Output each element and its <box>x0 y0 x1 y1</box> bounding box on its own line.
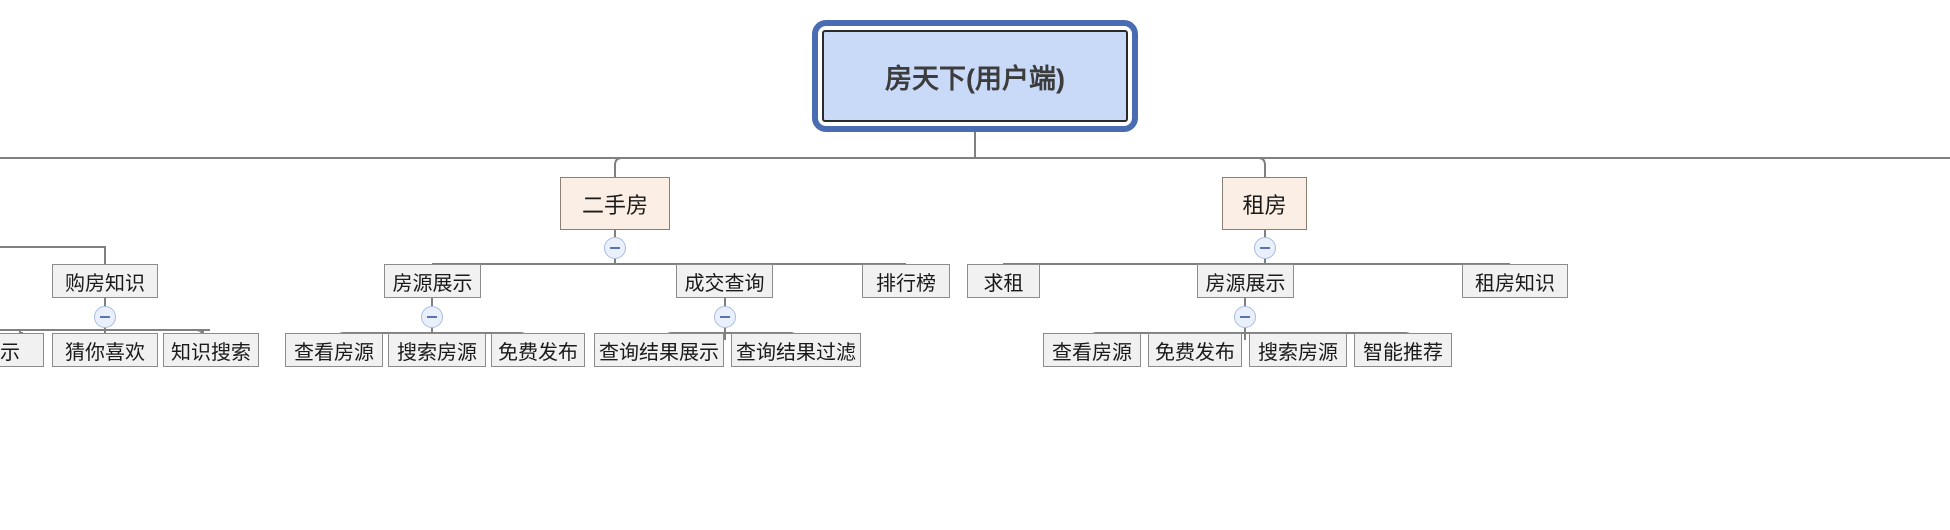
leaf-zhishi-sousuo[interactable]: 知识搜索 <box>163 333 259 367</box>
leaf-ershoufang-sousuo-fangyuan-label: 搜索房源 <box>397 341 477 364</box>
node-ershoufang-fangyuan-zhanshi-label: 房源展示 <box>392 272 473 295</box>
node-zufang[interactable]: 租房 <box>1222 177 1307 230</box>
toggle-chengjiao-chaxun[interactable] <box>714 306 736 328</box>
leaf-chaxun-jieguo-zhanshi[interactable]: 查询结果展示 <box>594 333 724 367</box>
leaf-cainixihuan-label: 猜你喜欢 <box>65 341 145 364</box>
node-zufang-label: 租房 <box>1242 192 1287 218</box>
minus-icon <box>1240 316 1250 318</box>
leaf-zhishi-sousuo-label: 知识搜索 <box>171 341 251 364</box>
node-ershoufang-label: 二手房 <box>581 192 648 218</box>
leaf-zufang-chakan-fangyuan[interactable]: 查看房源 <box>1043 333 1141 367</box>
leaf-zufang-zhineng-tuijian-label: 智能推荐 <box>1363 341 1443 364</box>
node-ershoufang[interactable]: 二手房 <box>560 177 670 230</box>
toggle-ershoufang-fangyuan-zhanshi[interactable] <box>421 306 443 328</box>
node-zufang-fangyuan-zhanshi[interactable]: 房源展示 <box>1197 264 1294 298</box>
leaf-zufang-sousuo-fangyuan[interactable]: 搜索房源 <box>1249 333 1347 367</box>
node-chengjiao-chaxun-label: 成交查询 <box>684 272 765 295</box>
node-ershoufang-fangyuan-zhanshi[interactable]: 房源展示 <box>384 264 481 298</box>
node-zufang-zhishi[interactable]: 租房知识 <box>1462 264 1568 298</box>
node-qiuzu-label: 求租 <box>983 272 1024 295</box>
node-paihangbang-label: 排行榜 <box>876 272 936 295</box>
node-zufang-zhishi-label: 租房知识 <box>1475 272 1555 295</box>
node-goufang-zhishi-label: 购房知识 <box>65 272 145 295</box>
leaf-chaxun-jieguo-guolv-label: 查询结果过滤 <box>736 341 856 364</box>
root-node[interactable]: 房天下(用户端) <box>822 30 1128 122</box>
leaf-cainixihuan[interactable]: 猜你喜欢 <box>52 333 158 367</box>
root-node-label: 房天下(用户端) <box>885 63 1065 94</box>
leaf-ershoufang-mianfei-fabu[interactable]: 免费发布 <box>491 333 585 367</box>
toggle-zufang-fangyuan-zhanshi[interactable] <box>1234 306 1256 328</box>
leaf-zufang-mianfei-fabu[interactable]: 免费发布 <box>1148 333 1242 367</box>
leaf-zufang-mianfei-fabu-label: 免费发布 <box>1155 341 1235 364</box>
leaf-zufang-chakan-fangyuan-label: 查看房源 <box>1052 341 1132 364</box>
node-goufang-zhishi[interactable]: 购房知识 <box>52 264 158 298</box>
leaf-zhanshi-label: 展示 <box>0 341 20 364</box>
leaf-ershoufang-chakan-fangyuan-label: 查看房源 <box>294 341 374 364</box>
leaf-ershoufang-mianfei-fabu-label: 免费发布 <box>498 341 578 364</box>
node-zufang-fangyuan-zhanshi-label: 房源展示 <box>1205 272 1286 295</box>
node-qiuzu[interactable]: 求租 <box>967 264 1040 298</box>
minus-icon <box>100 316 110 318</box>
toggle-goufang-zhishi[interactable] <box>94 306 116 328</box>
leaf-chaxun-jieguo-zhanshi-label: 查询结果展示 <box>599 341 719 364</box>
minus-icon <box>1260 247 1270 249</box>
node-paihangbang[interactable]: 排行榜 <box>862 264 950 298</box>
minus-icon <box>720 316 730 318</box>
leaf-zhanshi[interactable]: 展示 <box>0 333 44 367</box>
toggle-zufang[interactable] <box>1254 237 1276 259</box>
leaf-zufang-zhineng-tuijian[interactable]: 智能推荐 <box>1354 333 1452 367</box>
node-chengjiao-chaxun[interactable]: 成交查询 <box>676 264 773 298</box>
leaf-ershoufang-sousuo-fangyuan[interactable]: 搜索房源 <box>388 333 486 367</box>
toggle-ershoufang[interactable] <box>604 237 626 259</box>
leaf-chaxun-jieguo-guolv[interactable]: 查询结果过滤 <box>731 333 861 367</box>
minus-icon <box>610 247 620 249</box>
leaf-zufang-sousuo-fangyuan-label: 搜索房源 <box>1258 341 1338 364</box>
leaf-ershoufang-chakan-fangyuan[interactable]: 查看房源 <box>285 333 383 367</box>
minus-icon <box>427 316 437 318</box>
